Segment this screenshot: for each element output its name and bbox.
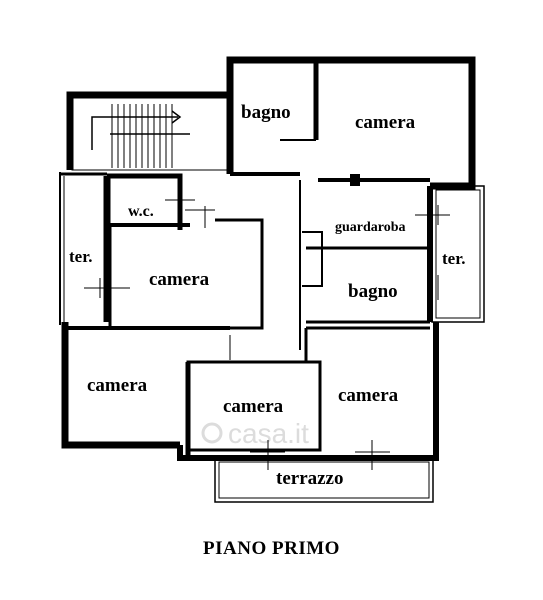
svg-text:casa.it: casa.it	[228, 418, 309, 449]
label-camera-top: camera	[355, 112, 416, 133]
label-camera-left: camera	[87, 375, 148, 396]
label-guardaroba: guardaroba	[335, 220, 406, 235]
ter-left-outline	[59, 172, 65, 325]
label-ter-right: ter.	[442, 249, 465, 268]
label-terrazzo: terrazzo	[276, 468, 344, 489]
label-camera-center: camera	[223, 396, 284, 417]
label-camera-right: camera	[338, 385, 399, 406]
watermark: casa.it	[201, 418, 309, 449]
walls	[60, 56, 476, 461]
label-ter-left: ter.	[69, 247, 92, 266]
openings	[84, 59, 450, 470]
staircase	[71, 97, 228, 171]
label-bagno-top: bagno	[241, 102, 291, 123]
label-camera-mid: camera	[149, 269, 210, 290]
label-bagno-mid: bagno	[348, 281, 398, 302]
label-wc: w.c.	[128, 203, 154, 220]
floor-caption: PIANO PRIMO	[203, 538, 340, 559]
